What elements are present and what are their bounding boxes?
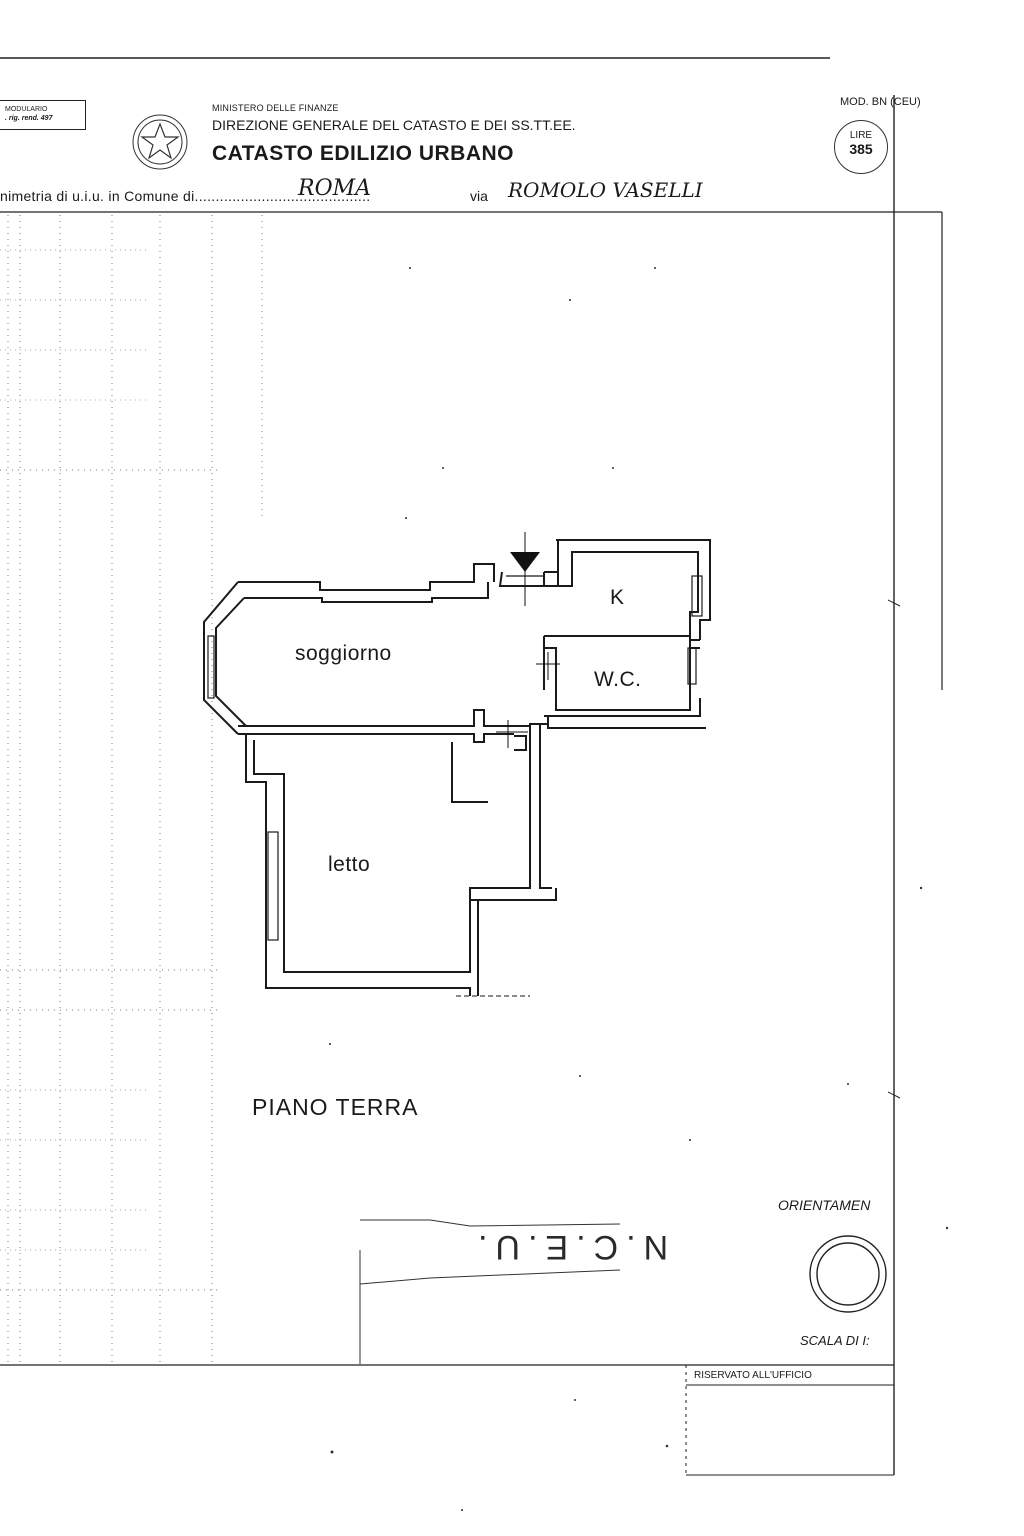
lire-label: LIRE [849, 130, 873, 141]
room-wc: W.C. [594, 668, 642, 691]
floor-label: PIANO TERRA [252, 1094, 419, 1120]
via-value: ROMOLO VASELLI [508, 178, 703, 202]
planimetria-label: nimetria di u.i.u. in Comune di.........… [0, 188, 371, 204]
orientamento-label: ORIENTAMEN [778, 1197, 871, 1213]
scala-label: SCALA DI I: [800, 1333, 870, 1348]
compass-icon [809, 1235, 887, 1313]
lire-stamp: LIRE 385 [834, 120, 888, 174]
modulario-label: MODULARIO [5, 106, 48, 113]
comune-value: ROMA [298, 176, 372, 201]
room-kitchen: K [610, 586, 625, 609]
room-soggiorno: soggiorno [295, 642, 392, 665]
emblem-icon [132, 114, 188, 170]
mod-label: MOD. BN (CEU) [840, 96, 921, 108]
catasto-title: CATASTO EDILIZIO URBANO [212, 142, 514, 165]
room-letto: letto [328, 853, 371, 876]
lire-value: 385 [849, 141, 873, 157]
modulario-box: MODULARIO . rig. rend. 497 [0, 100, 86, 130]
modulario-rig: . rig. rend. 497 [5, 115, 53, 122]
direzione-label: DIREZIONE GENERALE DEL CATASTO E DEI SS.… [212, 117, 576, 133]
via-label: via [470, 188, 488, 204]
ncec-stamp: N.C.E.U. [470, 1228, 669, 1266]
riservato-label: RISERVATO ALL'UFFICIO [694, 1370, 812, 1381]
ministry-label: MINISTERO DELLE FINANZE [212, 103, 339, 113]
